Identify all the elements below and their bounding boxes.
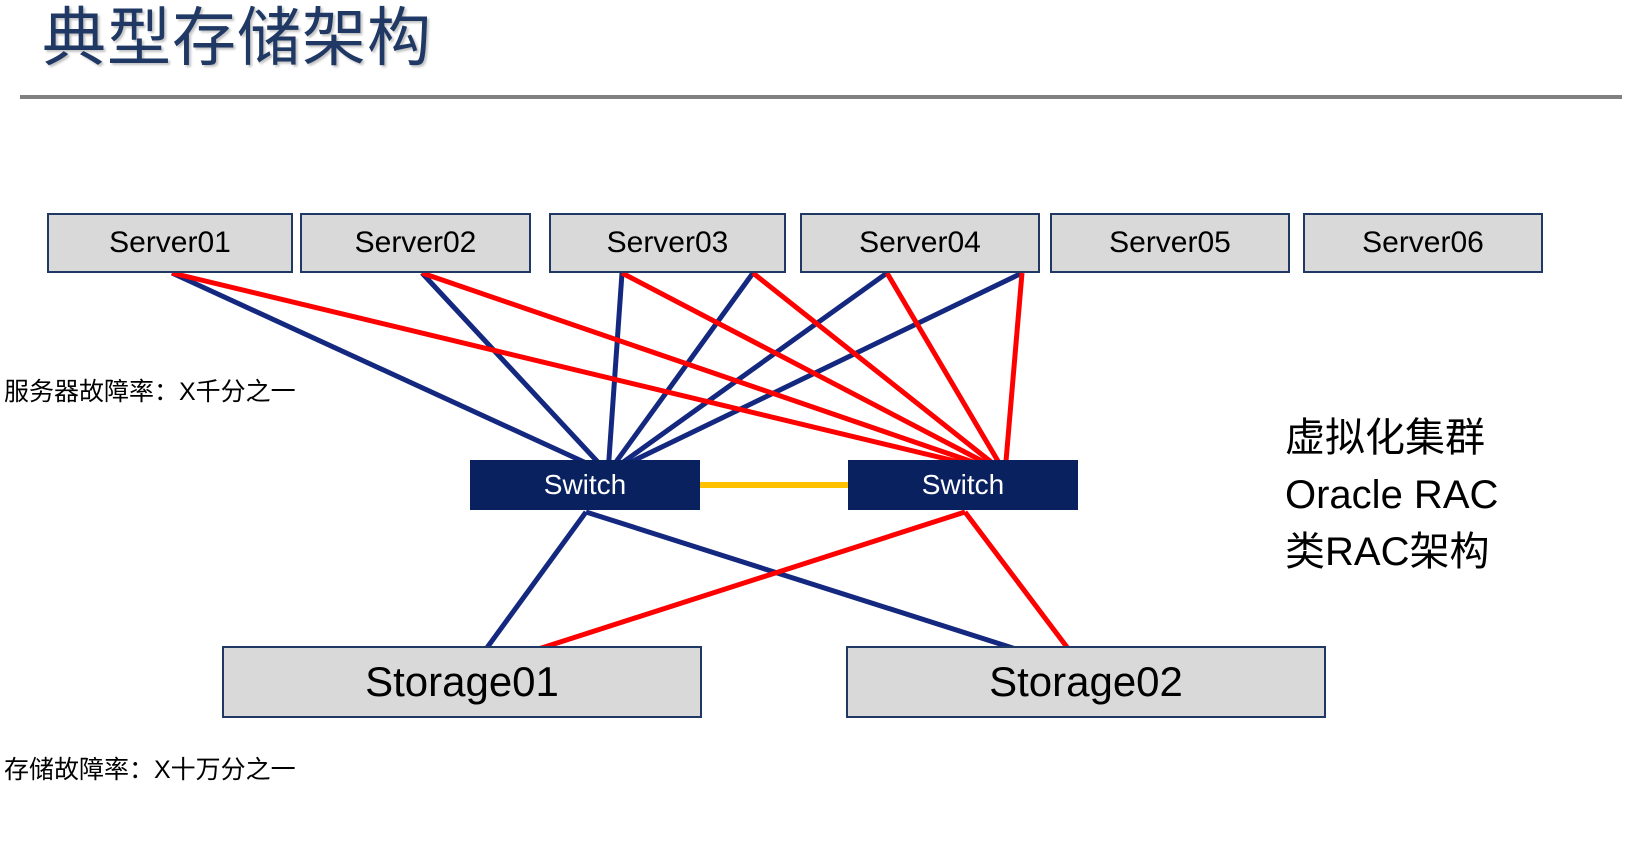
links-servers-to-right-switch	[171, 270, 1025, 476]
server-label: Server03	[606, 226, 729, 259]
server-node-04[interactable]: Server04	[800, 213, 1040, 273]
link-switch-left-to-storage-02	[585, 509, 1086, 674]
server-node-05[interactable]: Server05	[1050, 213, 1290, 273]
cluster-note: 虚拟化集群 Oracle RAC 类RAC架构	[1285, 410, 1498, 580]
link-server-3-to-switch-left	[605, 272, 625, 474]
storage-node-02[interactable]: Storage02	[846, 646, 1326, 718]
link-switch-right-to-storage-02	[963, 510, 1087, 673]
page-title: 典型存储架构	[42, 2, 432, 74]
link-server-1-to-switch-right	[171, 270, 1006, 476]
link-server-6-to-switch-right	[1002, 272, 1025, 474]
link-server-4-to-switch-right	[751, 271, 1007, 475]
server-node-03[interactable]: Server03	[549, 213, 786, 273]
storage-failure-rate-note: 存储故障率：X十万分之一	[4, 756, 296, 784]
storage-label: Storage02	[989, 658, 1183, 705]
link-switch-left-to-storage-01	[467, 510, 589, 673]
switch-node-right[interactable]: Switch	[848, 460, 1078, 510]
link-server-3-to-switch-right	[620, 270, 1007, 476]
cluster-note-line-1: 虚拟化集群	[1285, 416, 1485, 460]
server-node-02[interactable]: Server02	[300, 213, 531, 273]
switch-label: Switch	[543, 469, 627, 500]
cluster-note-line-2: Oracle RAC	[1285, 472, 1499, 517]
link-server-4-to-switch-left	[605, 271, 756, 475]
storage-node-01[interactable]: Storage01	[222, 646, 702, 718]
server-node-06[interactable]: Server06	[1303, 213, 1543, 273]
server-label: Server05	[1109, 226, 1231, 259]
cluster-note-line-3: 类RAC架构	[1285, 529, 1490, 574]
switch-node-left[interactable]: Switch	[470, 460, 700, 510]
links-switches-to-storage	[467, 509, 1087, 674]
server-label: Server01	[109, 226, 231, 259]
link-server-5-to-switch-right	[884, 271, 1008, 475]
server-failure-rate-note: 服务器故障率：X千分之一	[4, 378, 296, 406]
server-label: Server04	[859, 226, 981, 259]
link-server-1-to-switch-left	[170, 270, 610, 476]
switch-label: Switch	[921, 469, 1005, 500]
title-divider	[20, 95, 1622, 99]
server-label: Server02	[354, 226, 477, 259]
link-server-5-to-switch-left	[606, 270, 889, 476]
link-switch-right-to-storage-01	[469, 509, 966, 674]
storage-label: Storage01	[365, 658, 559, 705]
link-server-2-to-switch-right	[421, 270, 1006, 476]
link-server-2-to-switch-left	[420, 271, 610, 475]
server-label: Server06	[1362, 226, 1484, 259]
server-node-01[interactable]: Server01	[47, 213, 293, 273]
